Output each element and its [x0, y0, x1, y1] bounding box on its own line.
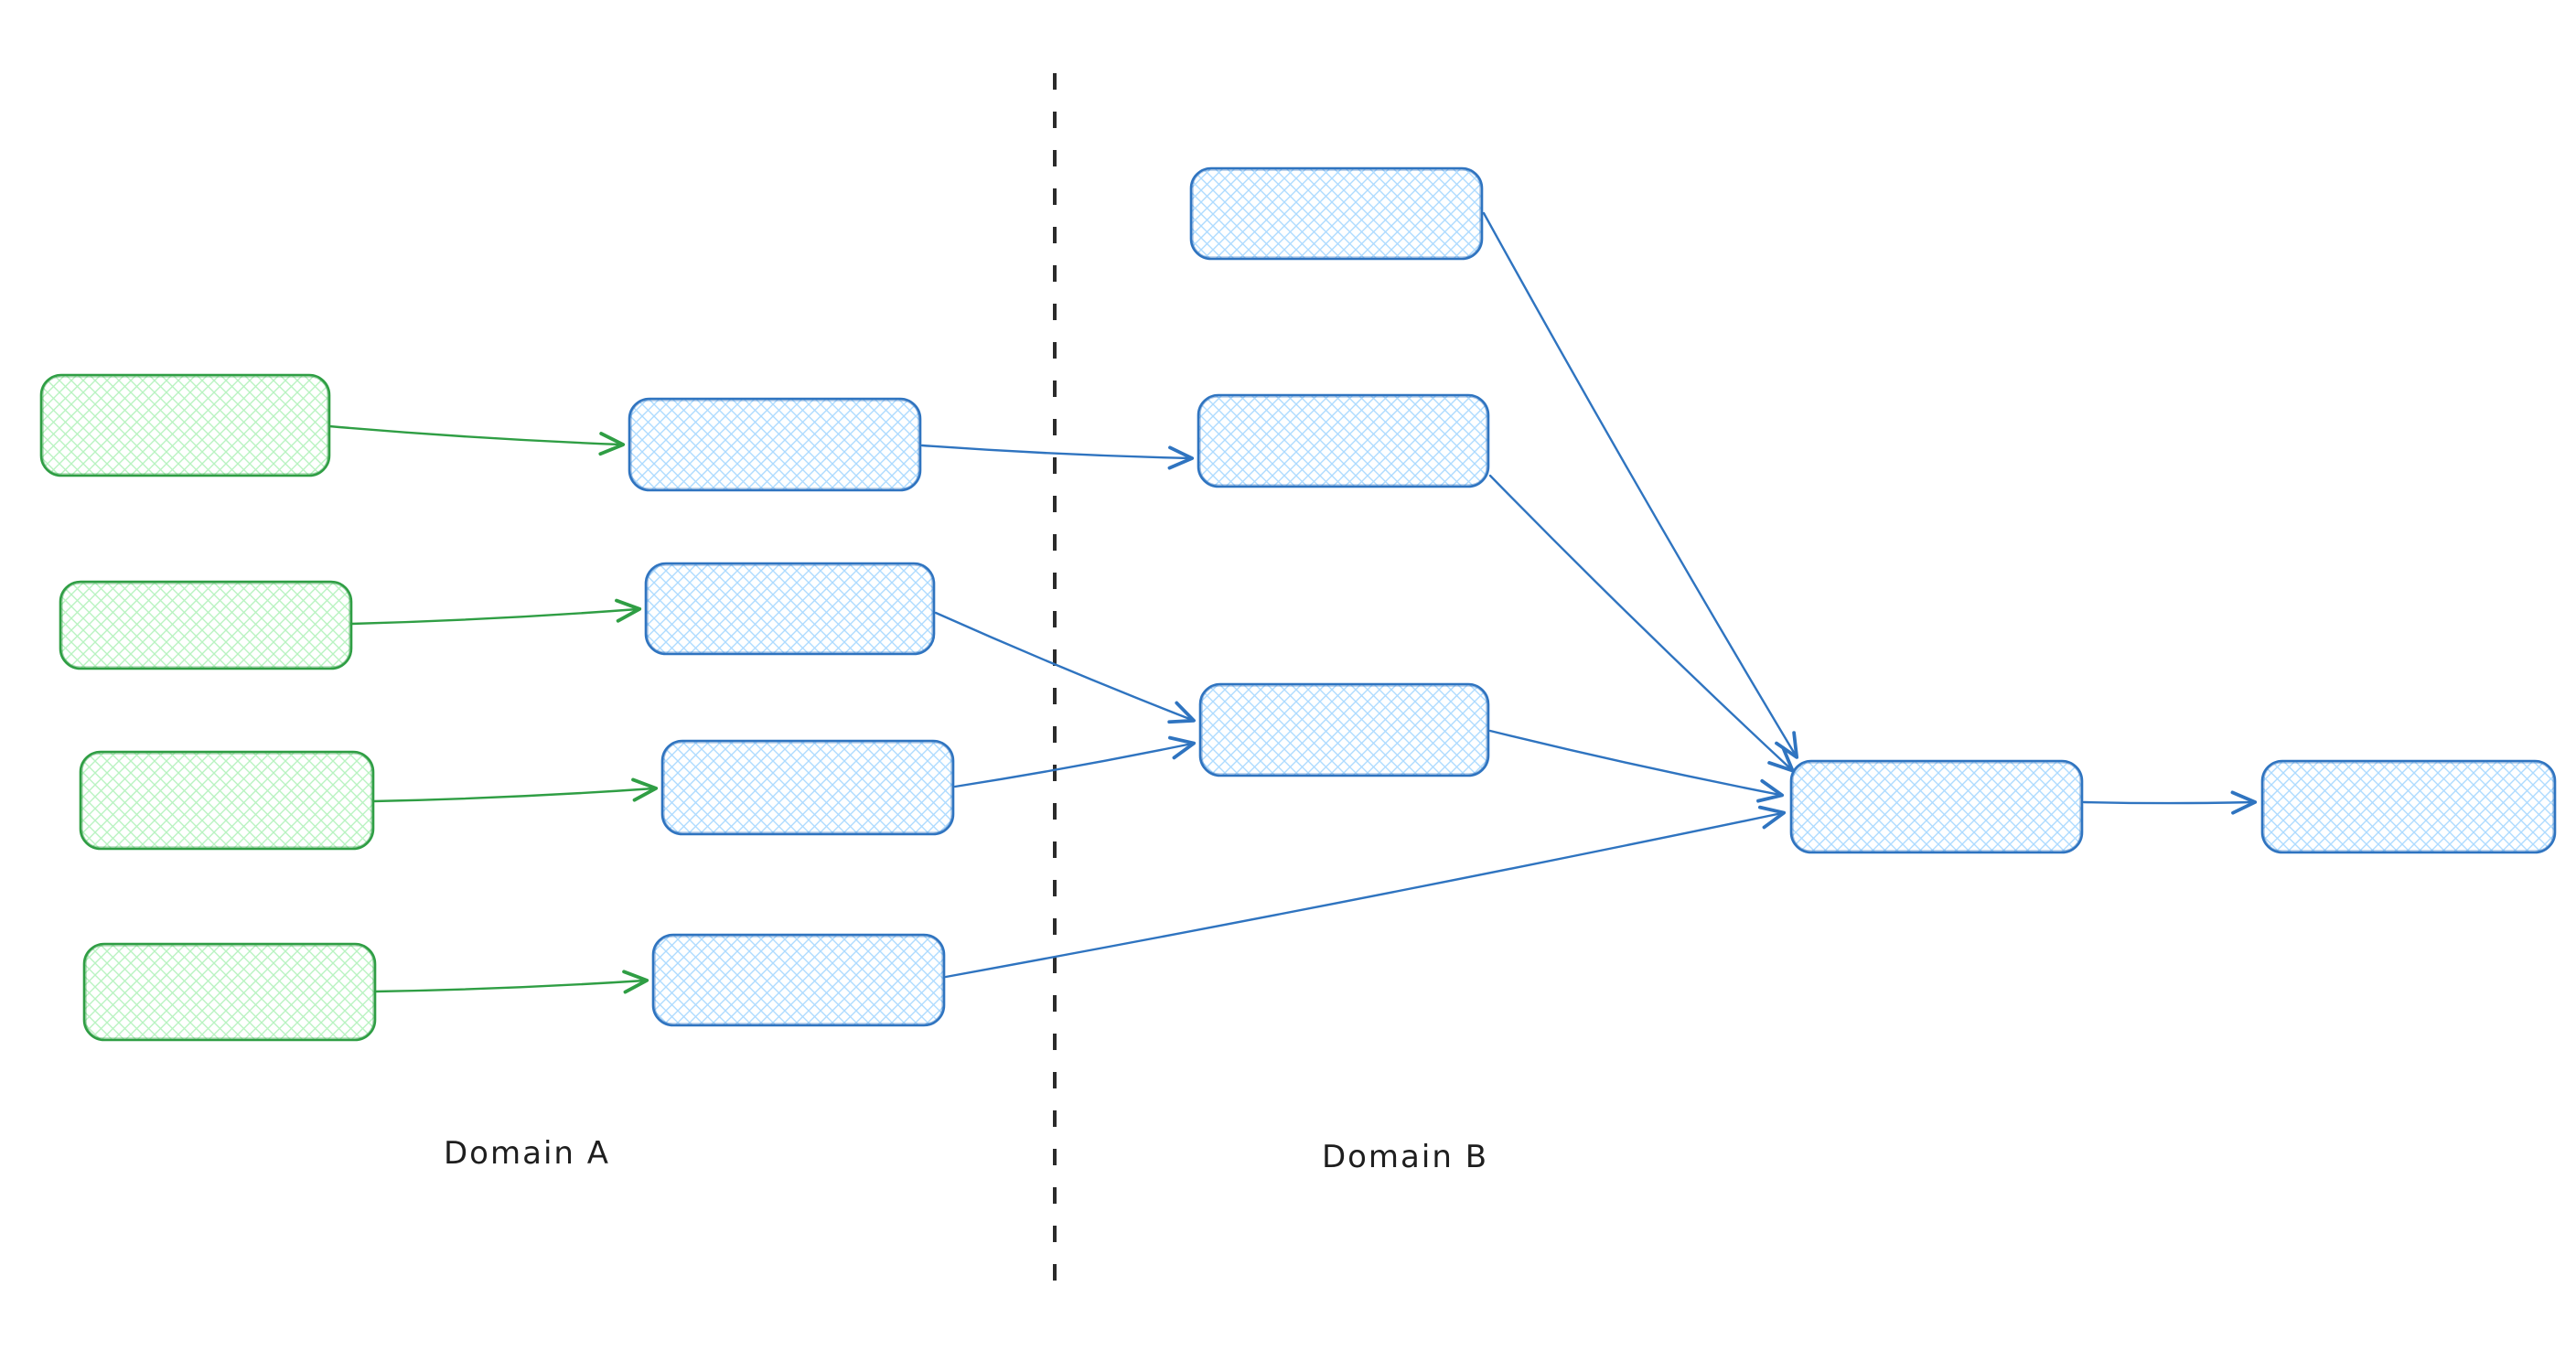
node-a-source-1-sketch-stroke	[42, 376, 328, 475]
node-b-hub	[1789, 759, 2084, 854]
edge-a-stage-2-b-node-3	[934, 611, 1196, 724]
edge-a-source-4-a-stage-4	[373, 970, 649, 994]
edge-a-source-1-a-stage-1	[327, 424, 626, 456]
edge-b-node-3-b-hub	[1488, 729, 1785, 803]
node-b-node-3-shape	[1198, 682, 1490, 777]
node-a-stage-4-sketch-stroke	[654, 936, 943, 1024]
node-b-node-3-sketch-stroke	[1201, 685, 1487, 775]
edge-a-stage-3-b-node-3	[953, 735, 1197, 788]
node-b-output-sketch-stroke	[2263, 762, 2554, 852]
node-a-source-3	[79, 750, 375, 851]
node-b-output-shape	[2260, 759, 2557, 854]
edges-layer	[327, 211, 2258, 994]
node-a-source-3-sketch-stroke	[81, 753, 372, 848]
edge-a-source-3-a-stage-3	[371, 777, 659, 803]
labels-layer: Domain A Domain B	[444, 1135, 1488, 1175]
node-a-stage-1-sketch-stroke	[630, 400, 919, 489]
node-b-node-1-sketch-stroke	[1192, 169, 1481, 258]
node-b-node-3	[1198, 682, 1490, 777]
node-a-stage-3-shape	[660, 739, 955, 836]
node-a-source-2	[59, 580, 353, 670]
node-b-hub-sketch-stroke	[1792, 762, 2081, 852]
node-a-stage-4	[651, 933, 946, 1027]
node-a-source-3-shape	[79, 750, 375, 851]
domain-b-label: Domain B	[1322, 1139, 1488, 1175]
node-b-node-2-shape	[1197, 393, 1490, 488]
node-b-node-1	[1189, 166, 1484, 261]
edge-a-stage-1-b-node-2	[920, 444, 1195, 470]
node-a-stage-3	[660, 739, 955, 836]
node-a-stage-2-sketch-stroke	[647, 564, 933, 653]
node-a-stage-1-shape	[628, 397, 922, 492]
node-a-source-1	[39, 373, 331, 477]
node-b-node-2	[1197, 393, 1490, 488]
node-a-source-2-sketch-stroke	[61, 583, 350, 668]
nodes-layer	[39, 166, 2557, 1042]
edge-a-source-2-a-stage-2	[349, 598, 642, 626]
domain-a-label: Domain A	[444, 1135, 610, 1172]
node-a-source-4-shape	[82, 942, 377, 1042]
node-a-stage-4-shape	[651, 933, 946, 1027]
node-a-source-4	[82, 942, 377, 1042]
node-a-stage-1	[628, 397, 922, 492]
node-b-hub-shape	[1789, 759, 2084, 854]
node-b-node-1-shape	[1189, 166, 1484, 261]
node-b-output	[2260, 759, 2557, 854]
edge-b-hub-b-output	[2082, 790, 2258, 815]
node-a-source-2-shape	[59, 580, 353, 670]
node-a-stage-2-shape	[644, 562, 936, 656]
edge-b-node-1-b-hub	[1482, 211, 1799, 759]
node-b-node-2-sketch-stroke	[1199, 396, 1487, 486]
node-a-source-4-sketch-stroke	[85, 945, 374, 1039]
edge-a-stage-4-b-hub	[944, 805, 1787, 979]
edge-b-node-2-b-hub	[1488, 474, 1795, 773]
node-a-stage-2	[644, 562, 936, 656]
node-a-stage-3-sketch-stroke	[663, 742, 952, 833]
node-a-source-1-shape	[39, 373, 331, 477]
